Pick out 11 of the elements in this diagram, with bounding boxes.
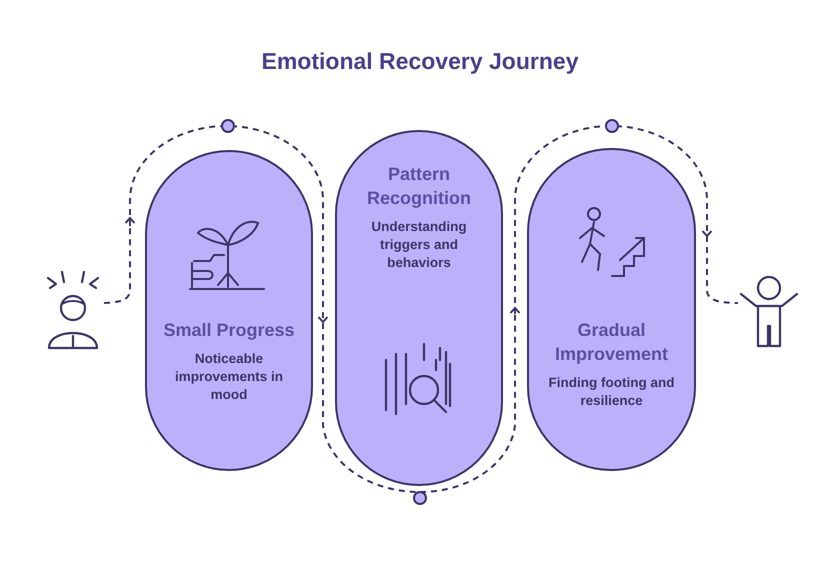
person-figure [44, 270, 102, 350]
step-heading: Gradual Improvement [554, 319, 670, 366]
dashed-arrow [420, 306, 520, 493]
step-description: Understanding triggers and behaviors [370, 218, 468, 272]
step-description: Noticeable improvements in mood [174, 350, 284, 404]
step-heading: Small Progress [162, 319, 296, 342]
step-description: Finding footing and resilience [548, 374, 676, 410]
person-figure [738, 274, 800, 348]
diagram-title: Emotional Recovery Journey [260, 48, 580, 75]
dashed-arrow [104, 216, 136, 304]
step-heading: Pattern Recognition [366, 163, 472, 210]
